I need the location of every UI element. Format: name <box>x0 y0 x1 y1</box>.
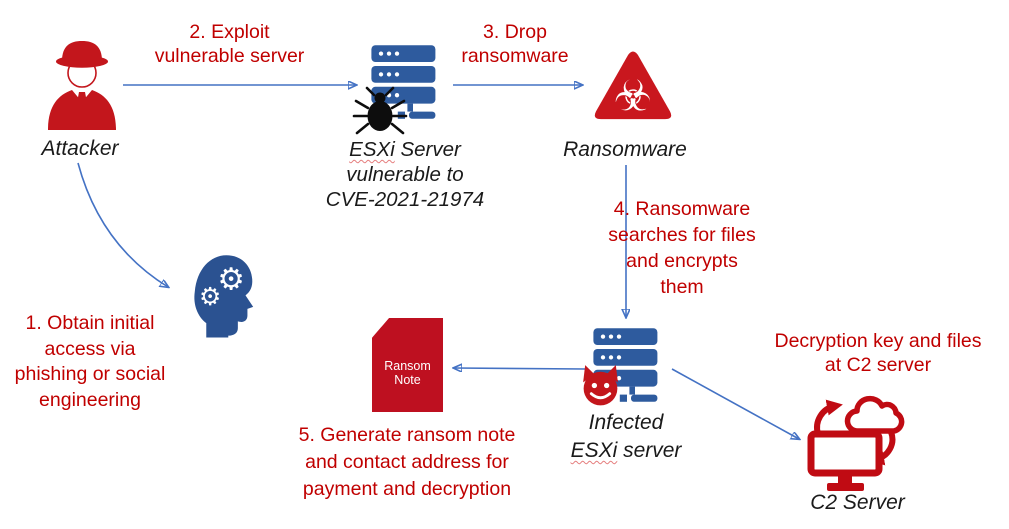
step4-line3: and encrypts <box>626 250 738 272</box>
server-word: Server <box>394 138 461 161</box>
arrow-generate-note <box>454 368 586 369</box>
arrow-initial-access <box>77 162 168 287</box>
esxi-label-line2: vulnerable to <box>346 163 464 186</box>
c2-note-line1: Decryption key and files <box>774 330 982 352</box>
step1-line4: engineering <box>39 388 141 411</box>
step1-line2: access via <box>44 337 136 360</box>
server-icon <box>369 45 441 119</box>
c2-server-label: C2 Server <box>795 490 920 516</box>
ransomware-label-text: Ransomware <box>563 138 687 161</box>
esxi-word: ESXi <box>570 439 618 462</box>
ransomware-label: Ransomware <box>545 137 705 163</box>
step1-line3: phishing or social <box>14 363 166 385</box>
server-word: server <box>617 439 682 462</box>
step2-line1: 2. Exploit <box>189 21 270 43</box>
infected-label-line1: Infected <box>588 411 664 434</box>
step4-line4: them <box>660 276 704 298</box>
c2-server-label-text: C2 Server <box>810 491 905 514</box>
c2-note-line2: at C2 server <box>824 354 932 376</box>
esxi-label-line3: CVE-2021-21974 <box>325 188 485 211</box>
spy-icon <box>44 40 120 130</box>
step3-text: 3. Drop ransomware <box>430 20 600 68</box>
step1-text: 1. Obtain initial access via phishing or… <box>0 311 180 413</box>
infected-label-line2: ESXi server <box>536 437 716 465</box>
svg-text:☣: ☣ <box>614 71 652 121</box>
svg-text:⚙: ⚙ <box>199 282 221 311</box>
svg-text:⚙: ⚙ <box>217 263 244 298</box>
ransom-note-document-icon: Ransom Note <box>372 318 443 412</box>
esxi-word: ESXi <box>349 138 395 161</box>
biohazard-icon: ☣ <box>592 50 674 124</box>
step3-line1: 3. Drop <box>483 21 547 43</box>
step2-text: 2. Exploit vulnerable server <box>127 20 332 68</box>
ransom-note-line1: Ransom <box>384 359 431 373</box>
step5-text: 5. Generate ransom note and contact addr… <box>262 422 552 503</box>
c2-note-text: Decryption key and files at C2 server <box>757 329 999 377</box>
step1-line1: 1. Obtain initial <box>25 312 155 334</box>
step4-line2: searches for files <box>608 224 756 246</box>
bug-icon <box>352 86 408 136</box>
esxi-server-label: ESXi Server vulnerable to CVE-2021-21974 <box>310 137 500 212</box>
ransom-note-line2: Note <box>394 373 421 387</box>
step5-line2: and contact address for <box>305 451 509 473</box>
step4-line1: 4. Ransomware <box>613 198 751 220</box>
step5-line3: payment and decryption <box>302 478 512 500</box>
attacker-label: Attacker <box>18 136 142 162</box>
devil-icon <box>577 362 624 409</box>
step5-line1: 5. Generate ransom note <box>298 424 516 446</box>
step4-text: 4. Ransomware searches for files and enc… <box>582 196 782 300</box>
attacker-label-text: Attacker <box>41 137 119 160</box>
infected-server-label: Infected ESXi server <box>536 409 716 465</box>
cloud-sync-monitor-icon <box>806 390 916 494</box>
step3-line2: ransomware <box>461 45 569 67</box>
esxi-label-line1: ESXi Server <box>310 137 500 162</box>
head-gears-icon: ⚙ ⚙ <box>190 249 257 338</box>
step2-line2: vulnerable server <box>154 45 305 67</box>
